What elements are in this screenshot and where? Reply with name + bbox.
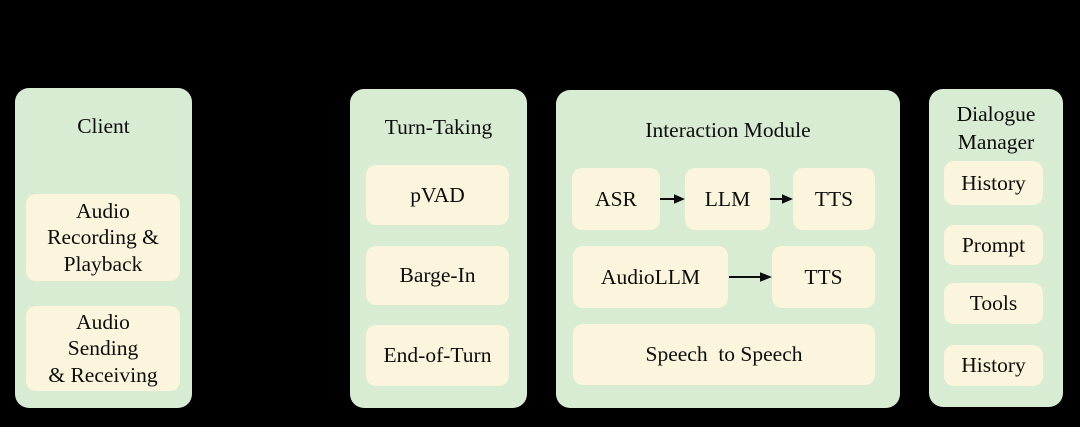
card-history: History bbox=[944, 161, 1043, 205]
arrow-right-icon bbox=[729, 269, 772, 285]
panel-interaction-module-title: Interaction Module bbox=[645, 118, 811, 142]
card-pvad: pVAD bbox=[366, 165, 509, 225]
card-tts: TTS bbox=[772, 246, 875, 308]
panel-client-title: Client bbox=[77, 114, 130, 138]
panel-interaction-module: Interaction Module ASR LLM TTS AudioLLM … bbox=[556, 90, 900, 408]
card-prompt: Prompt bbox=[944, 225, 1043, 265]
panel-turn-taking-title: Turn-Taking bbox=[384, 115, 493, 139]
card-llm: LLM bbox=[685, 168, 770, 230]
panel-turn-taking: Turn-Taking pVAD Barge-In End-of-Turn bbox=[350, 89, 527, 408]
panel-dialogue-manager: Dialogue Manager History Prompt Tools Hi… bbox=[929, 89, 1063, 407]
card-audiollm: AudioLLM bbox=[573, 246, 728, 308]
card-asr: ASR bbox=[572, 168, 660, 230]
arrow-right-icon bbox=[770, 191, 793, 207]
card-tools: Tools bbox=[944, 283, 1043, 324]
card-tts: TTS bbox=[793, 168, 875, 230]
card-speech-to-speech: Speech to Speech bbox=[573, 324, 875, 385]
panel-client: Client Audio Recording & Playback Audio … bbox=[15, 88, 192, 408]
panel-dialogue-manager-title: Dialogue Manager bbox=[956, 102, 1036, 154]
card-audio-sending-receiving: Audio Sending & Receiving bbox=[26, 306, 180, 391]
arrow-right-icon bbox=[660, 191, 685, 207]
card-barge-in: Barge-In bbox=[366, 246, 509, 305]
card-audio-recording-playback: Audio Recording & Playback bbox=[26, 194, 180, 281]
card-end-of-turn: End-of-Turn bbox=[366, 325, 509, 386]
card-history: History bbox=[944, 345, 1043, 386]
